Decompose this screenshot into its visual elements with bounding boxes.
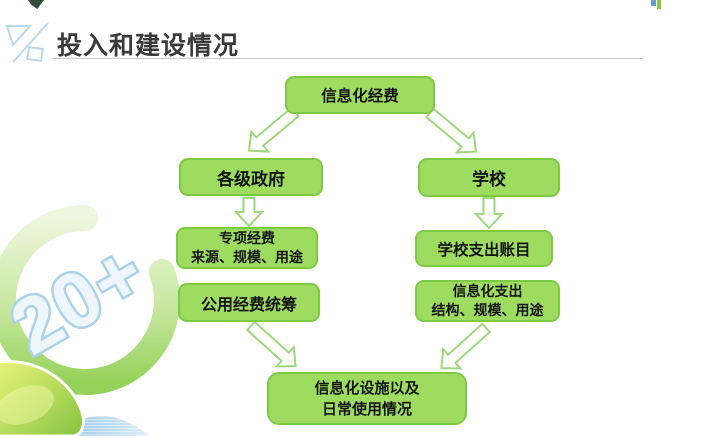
flow-node-label: 来源、规模、用途 [191,249,303,265]
flow-node-school: 学校 [418,158,560,197]
flow-node-governments: 各级政府 [179,158,323,196]
flow-node-label: 信息化设施以及 [314,379,420,397]
watermark-20plus-text: 20+ [0,226,160,371]
mini-logo [651,0,663,10]
watermark-leaf [0,360,86,436]
flow-node-label: 公用经费统筹 [200,296,297,314]
flow-node-it-expenditure: 信息化支出 结构、规模、用途 [415,280,560,322]
mini-logo-blue-square [651,0,656,6]
watermark-ring [0,205,180,395]
flow-node-label: 结构、规模、用途 [431,302,544,318]
flow-node-facilities: 信息化设施以及 日常使用情况 [267,372,467,425]
watermark-leaf-highlight [0,385,54,425]
flow-node-school-accounts: 学校支出账目 [415,230,553,267]
flow-node-special-funds: 专项经费 来源、规模、用途 [176,227,318,269]
flow-node-label: 日常使用情况 [321,400,412,418]
flow-node-label: 学校 [472,170,506,189]
watermark-blue-stripes [55,416,150,436]
arrow-it-expenditure-to-facilities [440,322,492,370]
corner-mark [28,0,44,9]
flow-node-label: 各级政府 [217,169,285,189]
mini-logo-green-bar [657,0,661,9]
flow-node-label: 信息化支出 [452,283,523,299]
arrow-governments-to-special-funds [233,197,265,228]
arrow-public-funds-to-facilities [245,320,297,368]
arrow-school-to-school-accounts [473,197,505,230]
title-underline [52,58,642,59]
flow-node-info-funds: 信息化经费 [285,76,435,114]
flow-node-label: 信息化经费 [321,88,399,105]
flow-node-label: 学校支出账目 [437,241,531,259]
flow-node-label: 专项经费 [219,230,275,246]
title-decoration-icon [5,22,49,63]
flow-node-public-funds: 公用经费统筹 [178,283,320,322]
page-title: 投入和建设情况 [57,32,240,60]
watermark-blue-sweep [55,416,150,436]
